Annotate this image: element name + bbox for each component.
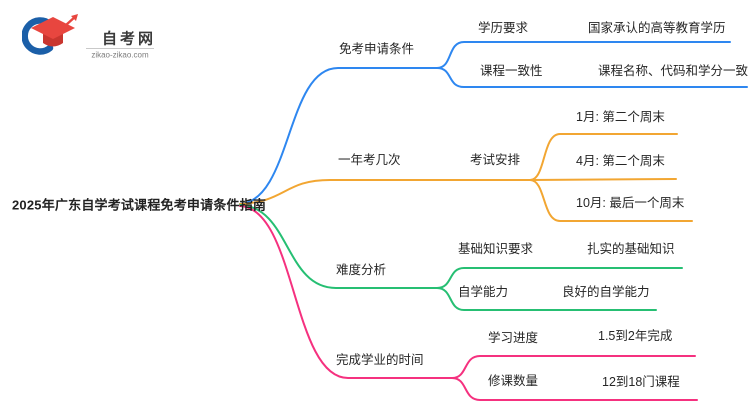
branch-line-duration-main <box>239 205 453 379</box>
branch-line-exemption-main <box>239 67 438 205</box>
node-course-consistency-label: 课程一致性 <box>480 63 543 78</box>
node-education-requirement-value: 国家承认的高等教育学历 <box>588 20 726 35</box>
branch-completion-time-label: 完成学业的时间 <box>336 352 424 367</box>
logo-divider <box>86 48 154 49</box>
branch-line-times-apr <box>529 178 677 181</box>
node-exam-schedule-label: 考试安排 <box>470 152 521 167</box>
branch-line-times-main <box>239 179 531 205</box>
branch-exam-times-label: 一年考几次 <box>338 152 401 167</box>
node-study-progress-label: 学习进度 <box>488 330 539 345</box>
branch-line-difficulty-main <box>239 204 438 289</box>
node-study-progress-value: 1.5到2年完成 <box>598 328 673 343</box>
node-course-count-value: 12到18门课程 <box>602 374 680 389</box>
branch-line-times-oct <box>529 179 693 222</box>
node-basic-knowledge-label: 基础知识要求 <box>458 241 534 256</box>
node-exam-october: 10月: 最后一个周末 <box>576 195 685 210</box>
root-node-label: 2025年广东自学考试课程免考申请条件指南 <box>12 197 267 213</box>
branch-line-difficulty-child1 <box>436 267 683 289</box>
site-logo[interactable]: 自考网 zikao-zikao.com <box>21 8 172 66</box>
node-course-consistency-value: 课程名称、代码和学分一致 <box>598 63 749 78</box>
node-self-study-ability-value: 良好的自学能力 <box>562 284 650 299</box>
site-name: 自考网 <box>102 30 157 48</box>
branch-line-times-jan <box>529 133 678 181</box>
branch-difficulty-label: 难度分析 <box>336 262 387 277</box>
branch-exemption-label: 免考申请条件 <box>339 41 415 56</box>
node-basic-knowledge-value: 扎实的基础知识 <box>587 241 675 256</box>
graduation-cap-icon <box>21 14 78 55</box>
node-exam-january: 1月: 第二个周末 <box>576 109 665 124</box>
branch-line-duration-child2 <box>451 377 698 401</box>
branch-line-duration-child1 <box>451 355 696 379</box>
node-exam-april: 4月: 第二个周末 <box>576 153 665 168</box>
node-self-study-ability-label: 自学能力 <box>458 284 509 299</box>
site-url: zikao-zikao.com <box>91 50 149 60</box>
branch-line-exemption-child2 <box>436 67 748 88</box>
branch-line-difficulty-child2 <box>436 287 657 311</box>
branch-line-exemption-child1 <box>436 41 731 69</box>
node-education-requirement-label: 学历要求 <box>478 20 529 35</box>
node-course-count-label: 修课数量 <box>488 373 539 388</box>
